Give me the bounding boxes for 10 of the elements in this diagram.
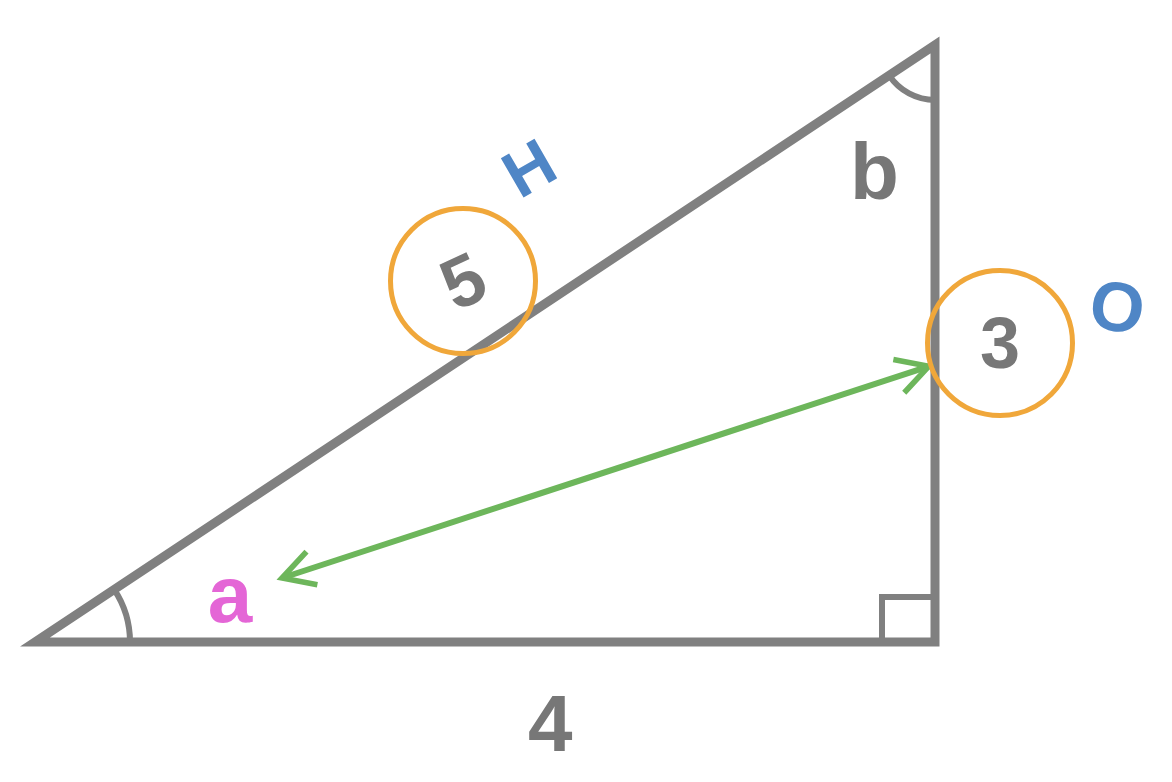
side-label: H [491, 127, 566, 209]
number-label: 5 [429, 239, 497, 323]
side-length: 4 [528, 684, 573, 764]
number-label: 3 [979, 307, 1020, 379]
angle-label: a [207, 555, 253, 635]
angle-label: b [850, 132, 899, 212]
circle-marker [925, 268, 1075, 418]
side-label: O [1085, 268, 1150, 346]
double-arrow [279, 356, 932, 588]
circle-marker [388, 206, 538, 356]
